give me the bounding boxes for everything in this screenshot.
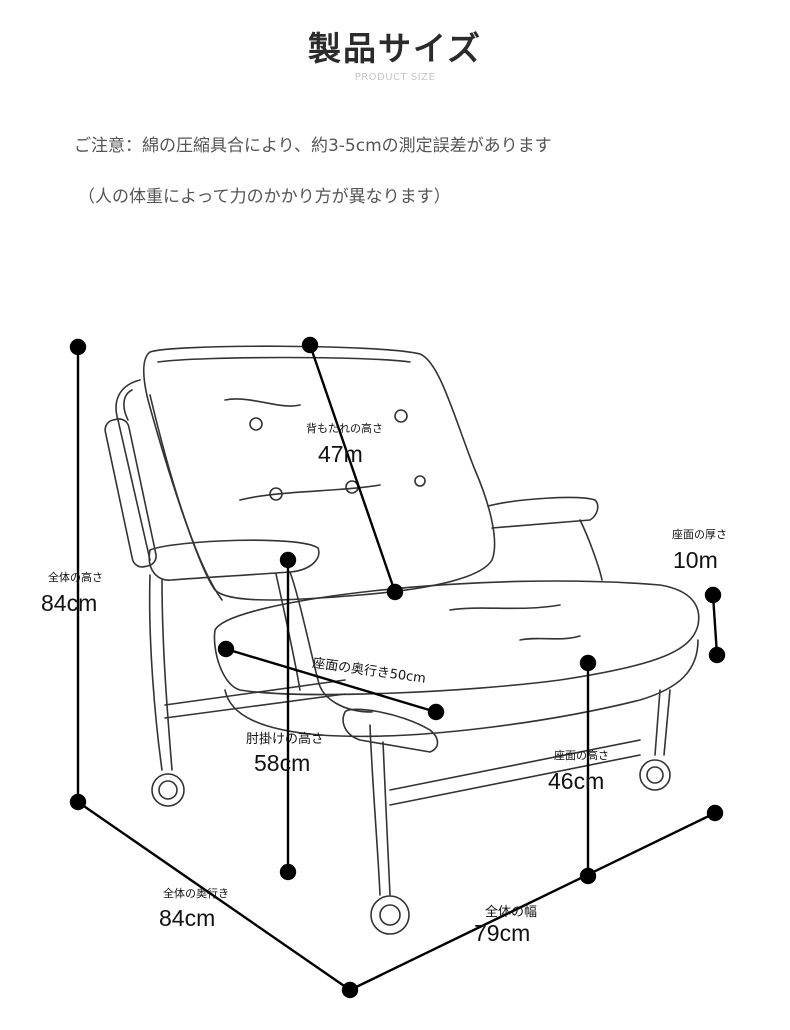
- page-subtitle: PRODUCT SIZE: [354, 72, 436, 83]
- total-height-label: 全体の高さ: [48, 571, 103, 584]
- total-depth-label: 全体の奥行き: [163, 887, 229, 900]
- backrest-height-label: 背もたれの高さ: [306, 422, 383, 435]
- backrest-height-value: 47m: [318, 441, 363, 467]
- cushion-thickness-value: 10m: [673, 547, 718, 573]
- armrest-height-label: 肘掛けの高さ: [246, 732, 325, 747]
- total-width-label: 全体の幅: [485, 905, 538, 920]
- weight-note: （人の体重によって力のかかり方が異なります）: [78, 187, 451, 207]
- cushion-thickness-label: 座面の厚さ: [672, 528, 727, 541]
- dimension-lines: [69, 336, 726, 999]
- chair-illustration: [104, 345, 700, 935]
- armrest-height-value: 58cm: [254, 750, 311, 776]
- total-width-value: 79cm: [474, 920, 531, 946]
- page-title: 製品サイズ: [307, 29, 482, 68]
- total-depth-value: 84cm: [159, 905, 216, 931]
- total-height-value: 84cm: [41, 590, 98, 616]
- seat-height-value: 46cm: [548, 768, 605, 794]
- measurement-note: ご注意：綿の圧縮具合により、約3-5cmの測定誤差があります: [74, 136, 552, 156]
- seat-height-label: 座面の高さ: [554, 749, 609, 762]
